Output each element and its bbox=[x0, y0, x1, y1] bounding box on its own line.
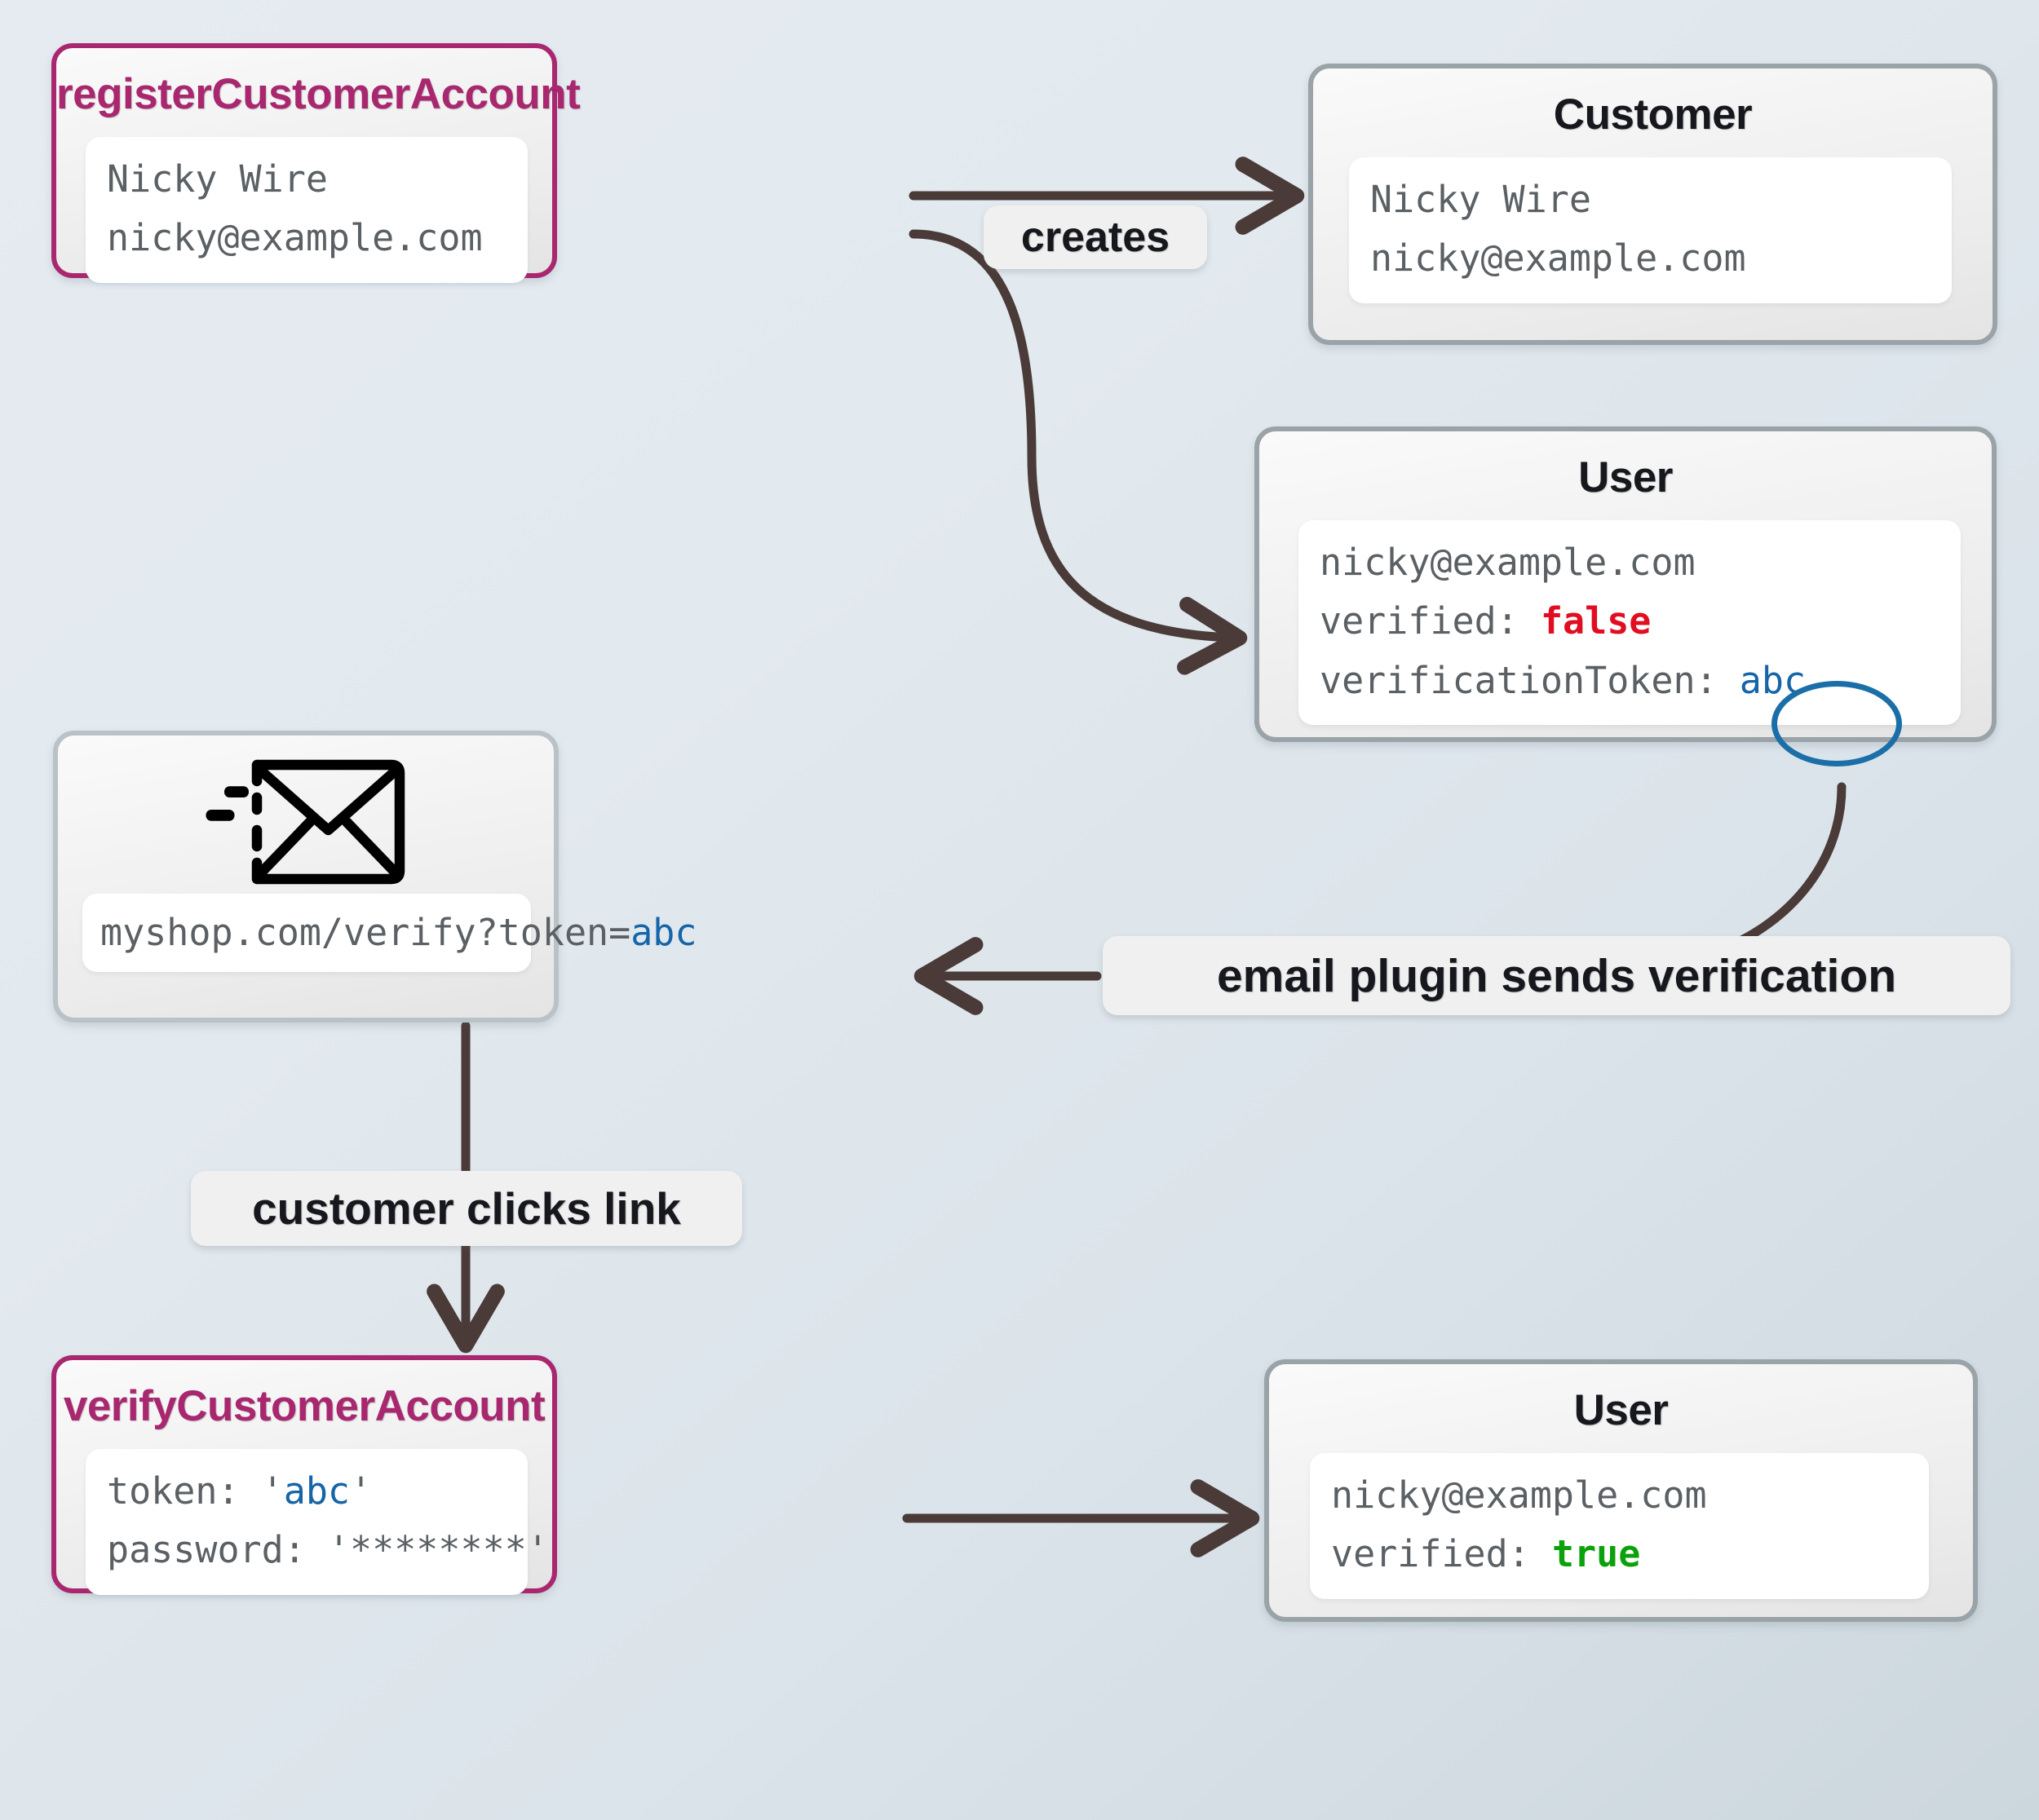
edge-token-to-email-plugin bbox=[1700, 782, 1847, 961]
verify-password-value: '********' bbox=[327, 1528, 549, 1572]
register-command-title: registerCustomerAccount bbox=[56, 70, 581, 118]
edge-label-creates: creates bbox=[984, 205, 1207, 269]
user-pending-verified-value: false bbox=[1540, 599, 1652, 643]
user-pending-token-line: verificationToken: abc bbox=[1320, 658, 1939, 704]
register-name-line: Nicky Wire bbox=[107, 157, 328, 201]
email-url-payload: myshop.com/verify?token=abc bbox=[82, 894, 697, 973]
register-email-line: nicky@example.com bbox=[107, 216, 483, 260]
node-register-customer-account[interactable]: registerCustomerAccount Nicky Wire nicky… bbox=[51, 43, 581, 283]
user-verified-verified-line: verified: true bbox=[1331, 1531, 1908, 1577]
node-user-verified-entity[interactable]: User nicky@example.com verified: true bbox=[1264, 1359, 1978, 1622]
verify-token-open-quote: ' bbox=[261, 1469, 284, 1513]
register-command-payload: Nicky Wire nicky@example.com bbox=[86, 137, 528, 283]
verify-command-payload: token: 'abc' password: '********' bbox=[86, 1449, 549, 1595]
node-user-pending-entity[interactable]: User nicky@example.com verified: false v… bbox=[1254, 426, 1997, 742]
user-pending-token-label: verificationToken: bbox=[1320, 658, 1740, 702]
verify-token-value: abc bbox=[283, 1469, 351, 1513]
email-url-token: abc bbox=[630, 911, 697, 954]
customer-name-line: Nicky Wire bbox=[1370, 178, 1591, 221]
user-verified-verified-value: true bbox=[1551, 1532, 1641, 1576]
verify-command-title: verifyCustomerAccount bbox=[63, 1382, 546, 1430]
email-url-prefix: myshop.com/verify?token= bbox=[100, 911, 631, 954]
verify-password-line: password: '********' bbox=[107, 1527, 549, 1573]
user-pending-verified-line: verified: false bbox=[1320, 599, 1939, 644]
email-url-line: myshop.com/verify?token=abc bbox=[100, 910, 697, 956]
user-pending-email-line: nicky@example.com bbox=[1320, 541, 1696, 584]
send-envelope-icon bbox=[58, 736, 554, 894]
verify-token-line: token: 'abc' bbox=[107, 1469, 506, 1514]
user-pending-verified-label: verified: bbox=[1320, 599, 1541, 643]
user-pending-title: User bbox=[1578, 453, 1673, 501]
node-customer-entity[interactable]: Customer Nicky Wire nicky@example.com bbox=[1308, 64, 1997, 345]
customer-entity-title: Customer bbox=[1553, 91, 1753, 139]
edge-register-to-user-pending bbox=[909, 229, 1248, 675]
customer-email-line: nicky@example.com bbox=[1370, 236, 1746, 281]
user-verified-title: User bbox=[1573, 1386, 1669, 1434]
edge-label-customer-clicks-link: customer clicks link bbox=[191, 1171, 742, 1246]
node-verify-customer-account[interactable]: verifyCustomerAccount token: 'abc' passw… bbox=[51, 1355, 557, 1595]
user-verified-email-line: nicky@example.com bbox=[1331, 1473, 1707, 1517]
verify-token-label: token: bbox=[107, 1469, 262, 1513]
node-email-message[interactable]: myshop.com/verify?token=abc bbox=[53, 731, 697, 1023]
user-pending-payload: nicky@example.com verified: false verifi… bbox=[1298, 520, 1961, 725]
customer-entity-payload: Nicky Wire nicky@example.com bbox=[1349, 157, 1952, 303]
verify-token-close-quote: ' bbox=[350, 1469, 373, 1513]
user-verified-payload: nicky@example.com verified: true bbox=[1310, 1453, 1929, 1599]
verify-password-label: password: bbox=[107, 1528, 328, 1572]
edge-label-email-plugin-sends-verification: email plugin sends verification bbox=[1103, 936, 2010, 1015]
user-pending-token-value: abc bbox=[1739, 658, 1807, 702]
user-verified-verified-label: verified: bbox=[1331, 1532, 1552, 1576]
